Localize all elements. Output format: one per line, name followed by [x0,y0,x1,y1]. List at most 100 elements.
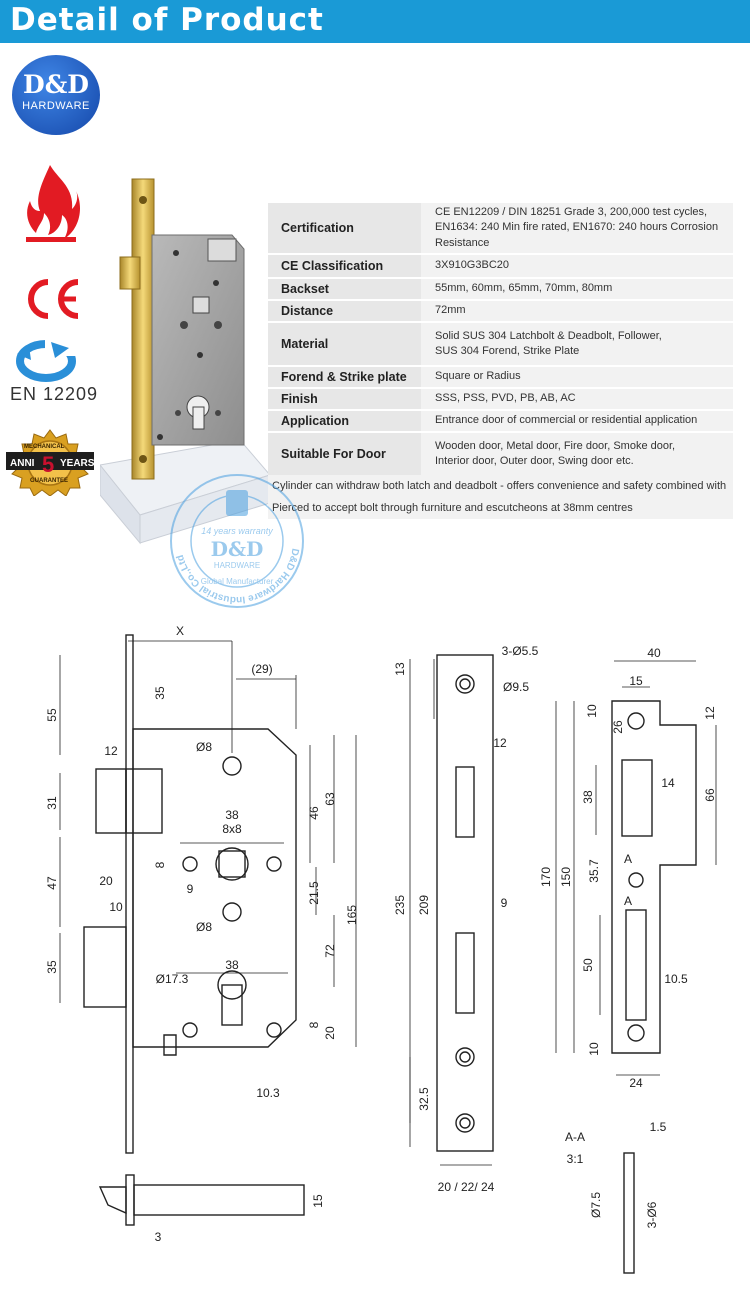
logo-sub-text: HARDWARE [22,100,90,112]
dimension-label: 235 [393,895,407,915]
dimension-label: 20 [99,874,113,888]
spec-label: CE Classification [268,254,421,280]
spec-value: Wooden door, Metal door, Fire door, Smok… [421,432,733,478]
anni-number: 5 [42,452,54,477]
years-text: YEARS [60,458,95,469]
mortise-lock-photo [100,178,270,545]
dimension-label: 32.5 [417,1087,431,1111]
dimension-label: 15 [311,1194,325,1208]
dimension-label: Ø17.3 [156,972,189,986]
dimension-label: 12 [493,736,507,750]
watermark-warranty: 14 years warranty [201,526,273,536]
spec-label: Suitable For Door [268,432,421,478]
dimension-label: 13 [393,662,407,676]
dimension-label: 21.5 [307,881,321,905]
dimension-label: Ø9.5 [503,680,529,694]
spec-value: SSS, PSS, PVD, PB, AB, AC [421,388,733,412]
spec-value: 3X910G3BC20 [421,254,733,280]
watermark-brand: D&D [211,537,264,561]
cycle-test-icon [16,340,77,382]
dimension-label: A [624,894,632,908]
dimension-label: 31 [45,796,59,810]
logo-main-text: D&D [23,70,89,99]
dimension-label: 8x8 [222,822,242,836]
dimension-label: 10 [585,704,599,718]
spec-label: Material [268,322,421,368]
dimension-label: 3:1 [567,1152,584,1166]
dimension-label: 26 [611,720,625,734]
spec-value: Entrance door of commercial or residenti… [421,410,733,434]
dimension-label: 9 [187,882,194,896]
dimension-label: 40 [647,646,661,660]
spec-label: Certification [268,203,421,256]
spec-value: 55mm, 60mm, 65mm, 70mm, 80mm [421,278,733,302]
dimension-label: 35 [45,960,59,974]
page-header: Detail of Product [0,0,750,43]
dimension-label: 20 / 22/ 24 [438,1180,495,1194]
dimension-label: A [624,852,632,866]
dimension-label: 10 [109,900,123,914]
dimension-label: 72 [323,944,337,958]
dimension-label: Ø7.5 [589,1192,603,1218]
dimension-label: 8 [307,1021,321,1028]
dimension-label: 150 [559,867,573,887]
dimension-label: 1.5 [650,1120,667,1134]
dimension-label: 35 [153,686,167,700]
dimension-label: 8 [153,861,167,868]
dimension-label: 15 [629,674,643,688]
dimension-label: 50 [581,958,595,972]
spec-label: Application [268,410,421,434]
dimension-label: 47 [45,876,59,890]
dimension-label: 20 [323,1026,337,1040]
dimension-label: 46 [307,806,321,820]
dimension-label: Ø8 [196,920,212,934]
dimension-label: 14 [661,776,675,790]
dimension-label: 66 [703,788,717,802]
spec-label: Distance [268,300,421,324]
dimension-label: 24 [629,1076,643,1090]
anni-text: ANNI [10,458,35,469]
spec-label: Finish [268,388,421,412]
dimension-label: 165 [345,905,359,925]
dimension-label: A-A [565,1130,585,1144]
guarantee-text: GUARANTEE [30,478,68,484]
spec-label: Backset [268,278,421,302]
dimension-label: 3-Ø5.5 [502,644,539,658]
dimension-label: 10 [587,1042,601,1056]
page-title: Detail of Product [10,2,324,38]
dimension-label: 10.3 [256,1086,280,1100]
spec-value: 72mm [421,300,733,324]
dimension-label: 38 [581,790,595,804]
dimension-label: 35.7 [587,859,601,883]
guarantee-badge-icon: MECHANICAL ANNI 5 YEARS GUARANTEE [6,429,95,496]
dimension-label: 12 [104,744,118,758]
spec-value: CE EN12209 / DIN 18251 Grade 3, 200,000 … [421,203,733,256]
en-standard-label: EN 12209 [10,384,99,404]
dimension-label: 209 [417,895,431,915]
watermark-global: Global Manufacturer [201,577,274,586]
spec-value: Square or Radius [421,366,733,390]
ce-mark-icon [28,279,79,319]
spec-value: Solid SUS 304 Latchbolt & Deadbolt, Foll… [421,322,733,368]
feature-note: Cylinder can withdraw both latch and dea… [268,475,733,514]
brand-logo: D&D HARDWARE [12,55,100,135]
dimension-label: 9 [501,896,508,910]
dimension-label: 63 [323,792,337,806]
feature-note: Pierced to accept bolt through furniture… [268,497,733,519]
dimension-label: Ø8 [196,740,212,754]
mechanical-text: MECHANICAL [24,444,65,450]
spec-label: Forend & Strike plate [268,366,421,390]
dimension-label: (29) [251,662,272,676]
fire-rated-icon [26,165,80,242]
